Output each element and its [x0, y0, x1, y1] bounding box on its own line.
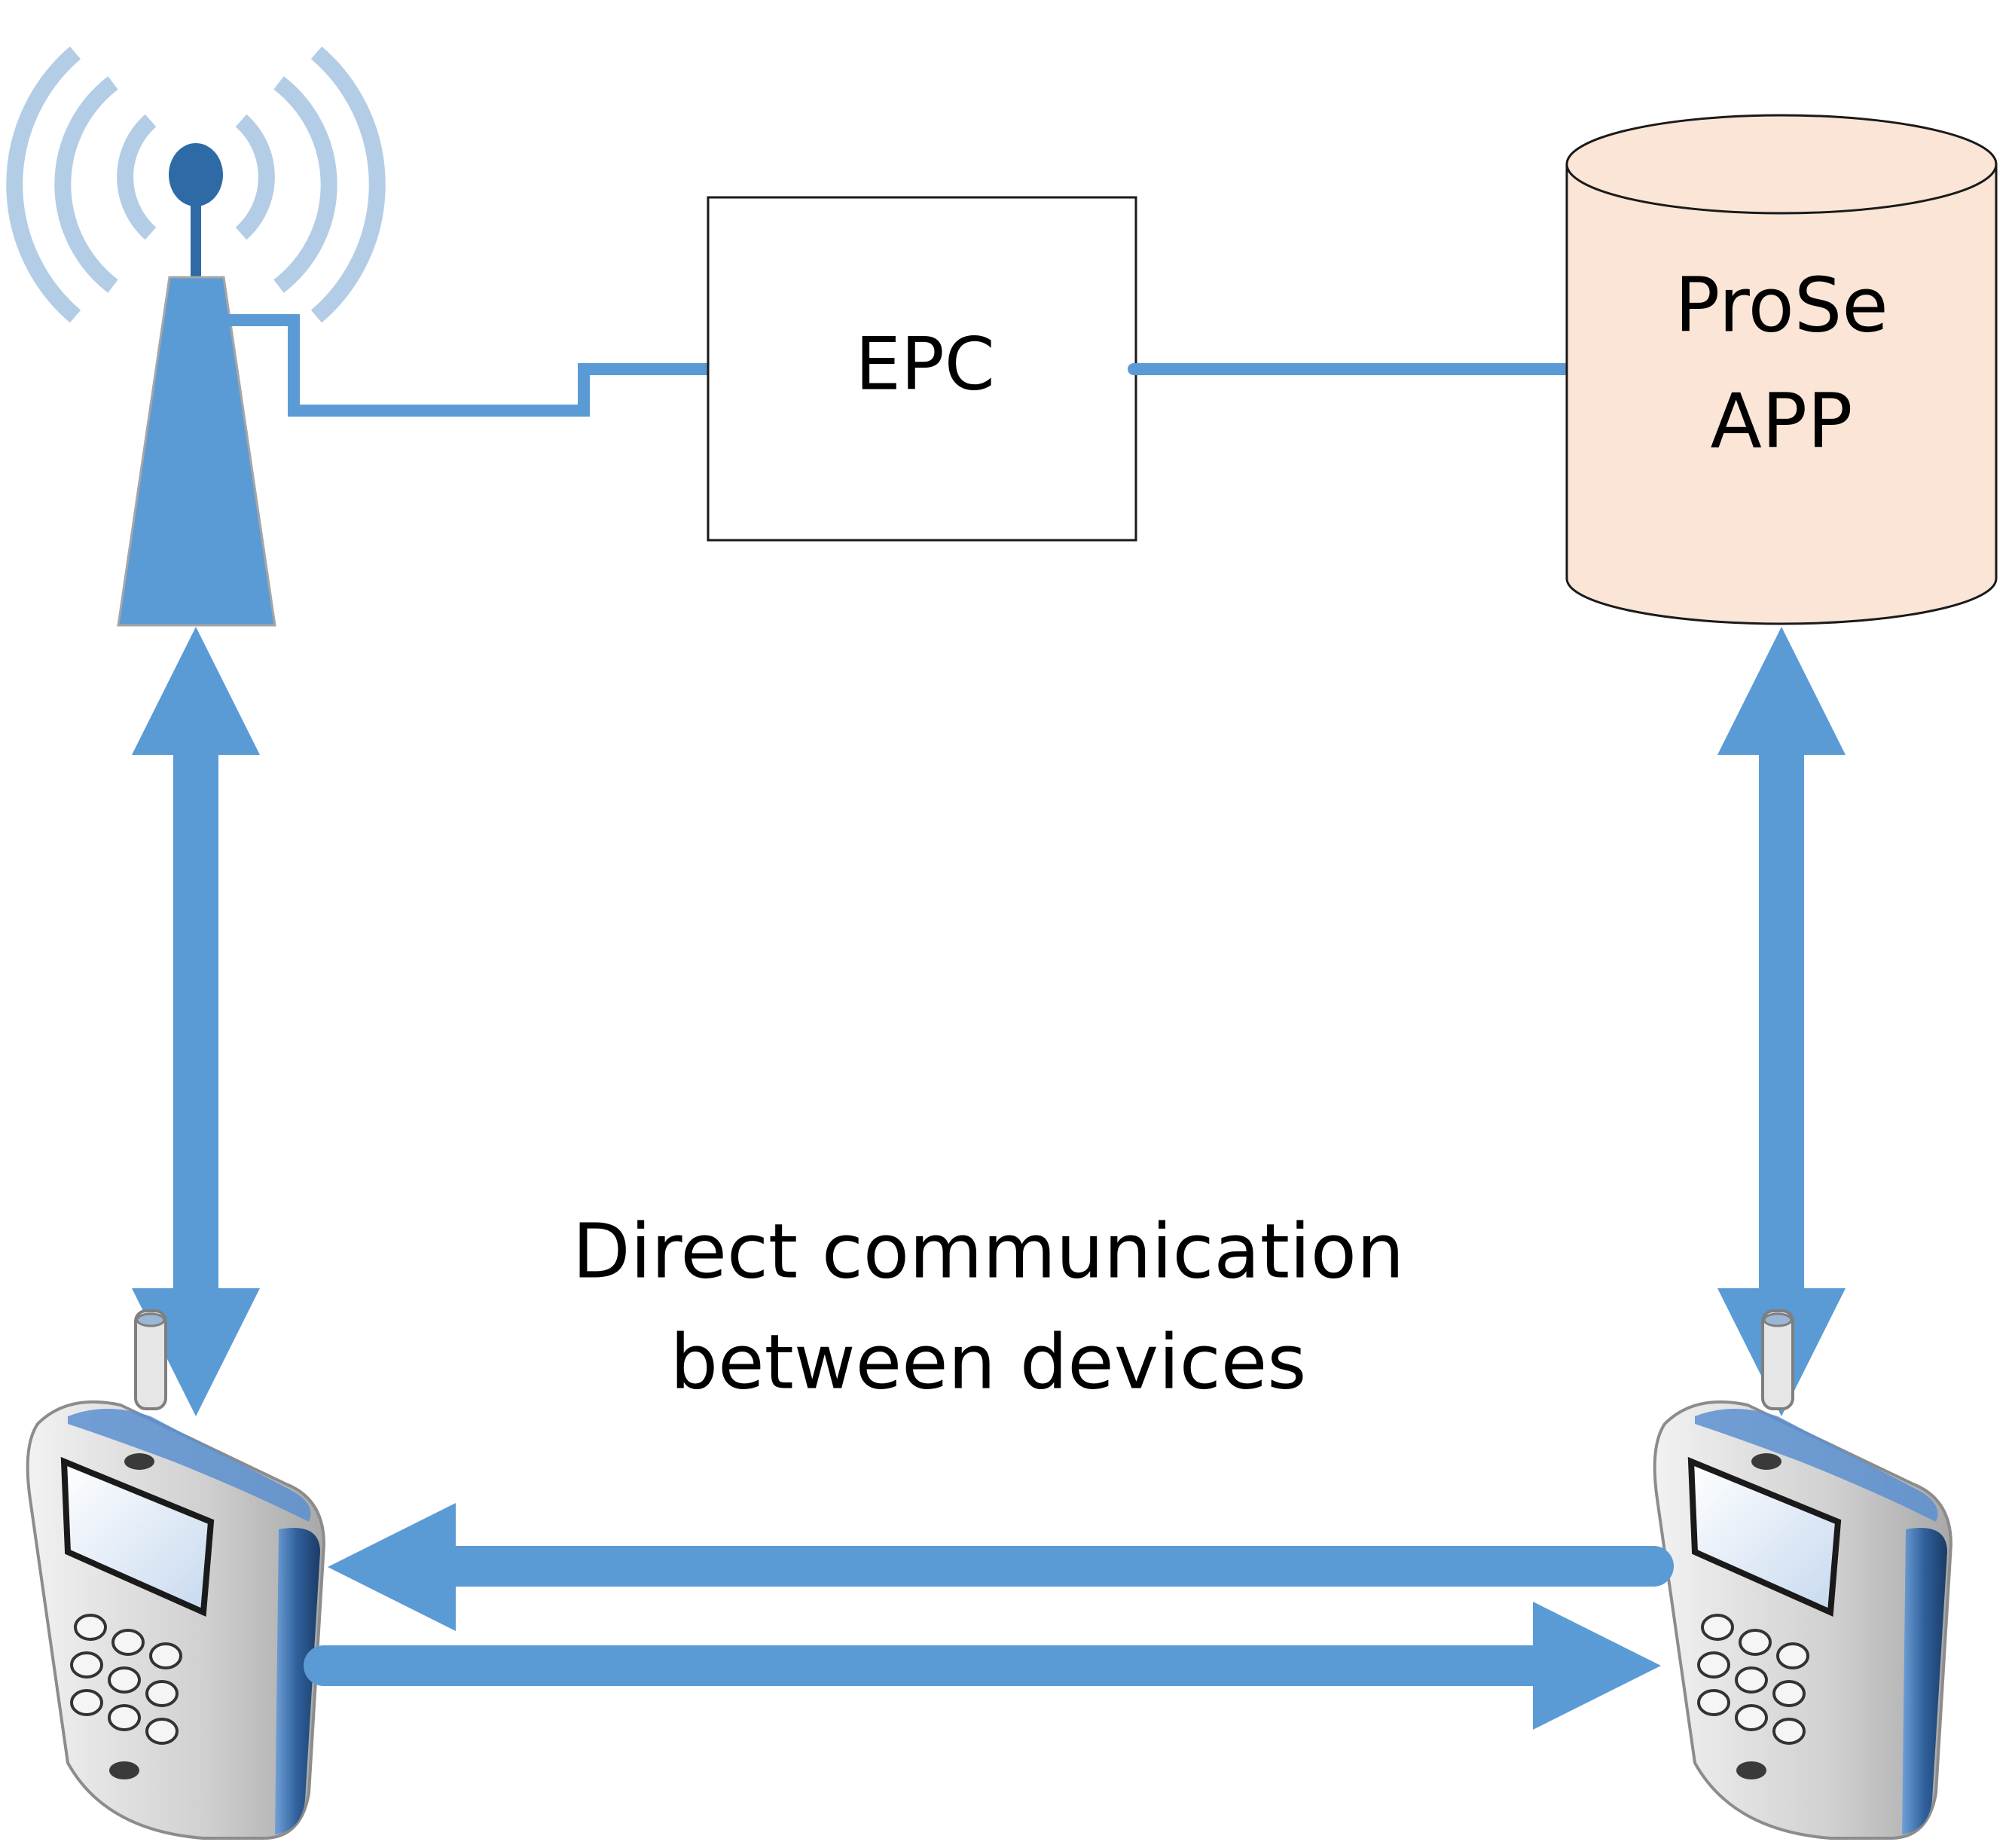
- epc-label: EPC: [855, 322, 995, 406]
- prose-ue-arrow: [1717, 627, 1846, 1416]
- epc-box: [707, 196, 1137, 542]
- d2d-link-right-to-left: [328, 1503, 1674, 1631]
- direct-communication-line1: Direct communication: [572, 1207, 1405, 1295]
- d2d-link-left-to-right: [304, 1602, 1661, 1730]
- prose-label-line1: ProSe: [1675, 261, 1888, 349]
- backhaul-link: [220, 314, 718, 417]
- direct-communication-line2: between devices: [670, 1318, 1307, 1406]
- epc-node: EPC: [707, 196, 1137, 542]
- mobile-phone-icon: [28, 1311, 324, 1838]
- mobile-phone-icon: [1655, 1311, 1951, 1838]
- prose-label-line2: APP: [1710, 377, 1852, 465]
- tower-ue-arrow: [132, 627, 260, 1416]
- cell-tower-icon: [6, 46, 386, 627]
- database-icon: ProSe APP: [1565, 114, 1998, 625]
